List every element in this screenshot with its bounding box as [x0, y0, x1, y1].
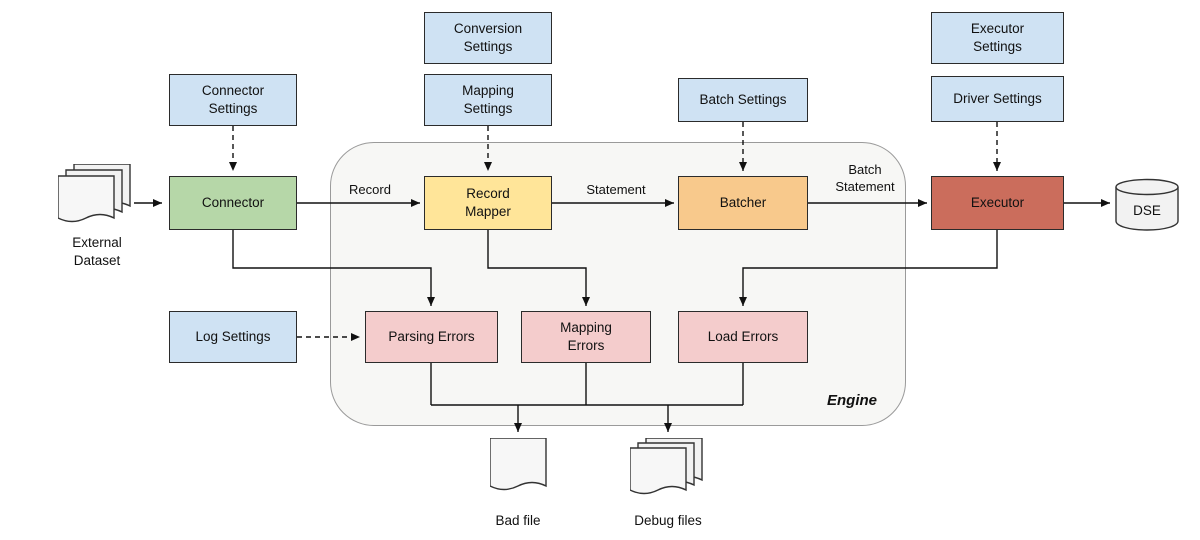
executor-settings-box: Executor Settings — [931, 12, 1064, 64]
dse-label: DSE — [1133, 203, 1161, 218]
cylinder-body — [1115, 187, 1179, 231]
cylinder-top — [1115, 178, 1179, 196]
driver-settings-box: Driver Settings — [931, 76, 1064, 122]
bad-file-label: Bad file — [495, 513, 541, 528]
connector-box: Connector — [169, 176, 297, 230]
statement-flow-label: Statement — [586, 182, 646, 197]
doc-sheet-front — [630, 447, 687, 495]
batch-statement-flow-label: Batch Statement — [835, 162, 895, 194]
external-dataset-label: External Dataset — [72, 235, 122, 268]
record-mapper-box: Record Mapper — [424, 176, 552, 230]
parsing-errors-box: Parsing Errors — [365, 311, 498, 363]
doc-sheet-front — [58, 175, 115, 223]
conversion-settings-box: Conversion Settings — [424, 12, 552, 64]
engine-label: Engine — [826, 392, 877, 409]
debug-files-label: Debug files — [634, 513, 702, 528]
connector-settings-box: Connector Settings — [169, 74, 297, 126]
mapping-errors-box: Mapping Errors — [521, 311, 651, 363]
edge-executor-to-load-errors — [739, 230, 998, 306]
batch-settings-box: Batch Settings — [678, 78, 808, 122]
edge-connector-to-parsing-errors — [232, 230, 435, 306]
external-dataset-icon — [58, 164, 131, 223]
batcher-box: Batcher — [678, 176, 808, 230]
dse-cylinder-icon: DSE — [1115, 178, 1179, 231]
record-flow-label: Record — [349, 182, 391, 197]
executor-box: Executor — [931, 176, 1064, 230]
doc-sheet — [490, 438, 547, 491]
log-settings-box: Log Settings — [169, 311, 297, 363]
edge-record-mapper-to-mapping-errors — [487, 230, 590, 306]
debug-files-icon — [630, 438, 703, 495]
load-errors-box: Load Errors — [678, 311, 808, 363]
bad-file-icon — [490, 438, 547, 491]
mapping-settings-box: Mapping Settings — [424, 74, 552, 126]
